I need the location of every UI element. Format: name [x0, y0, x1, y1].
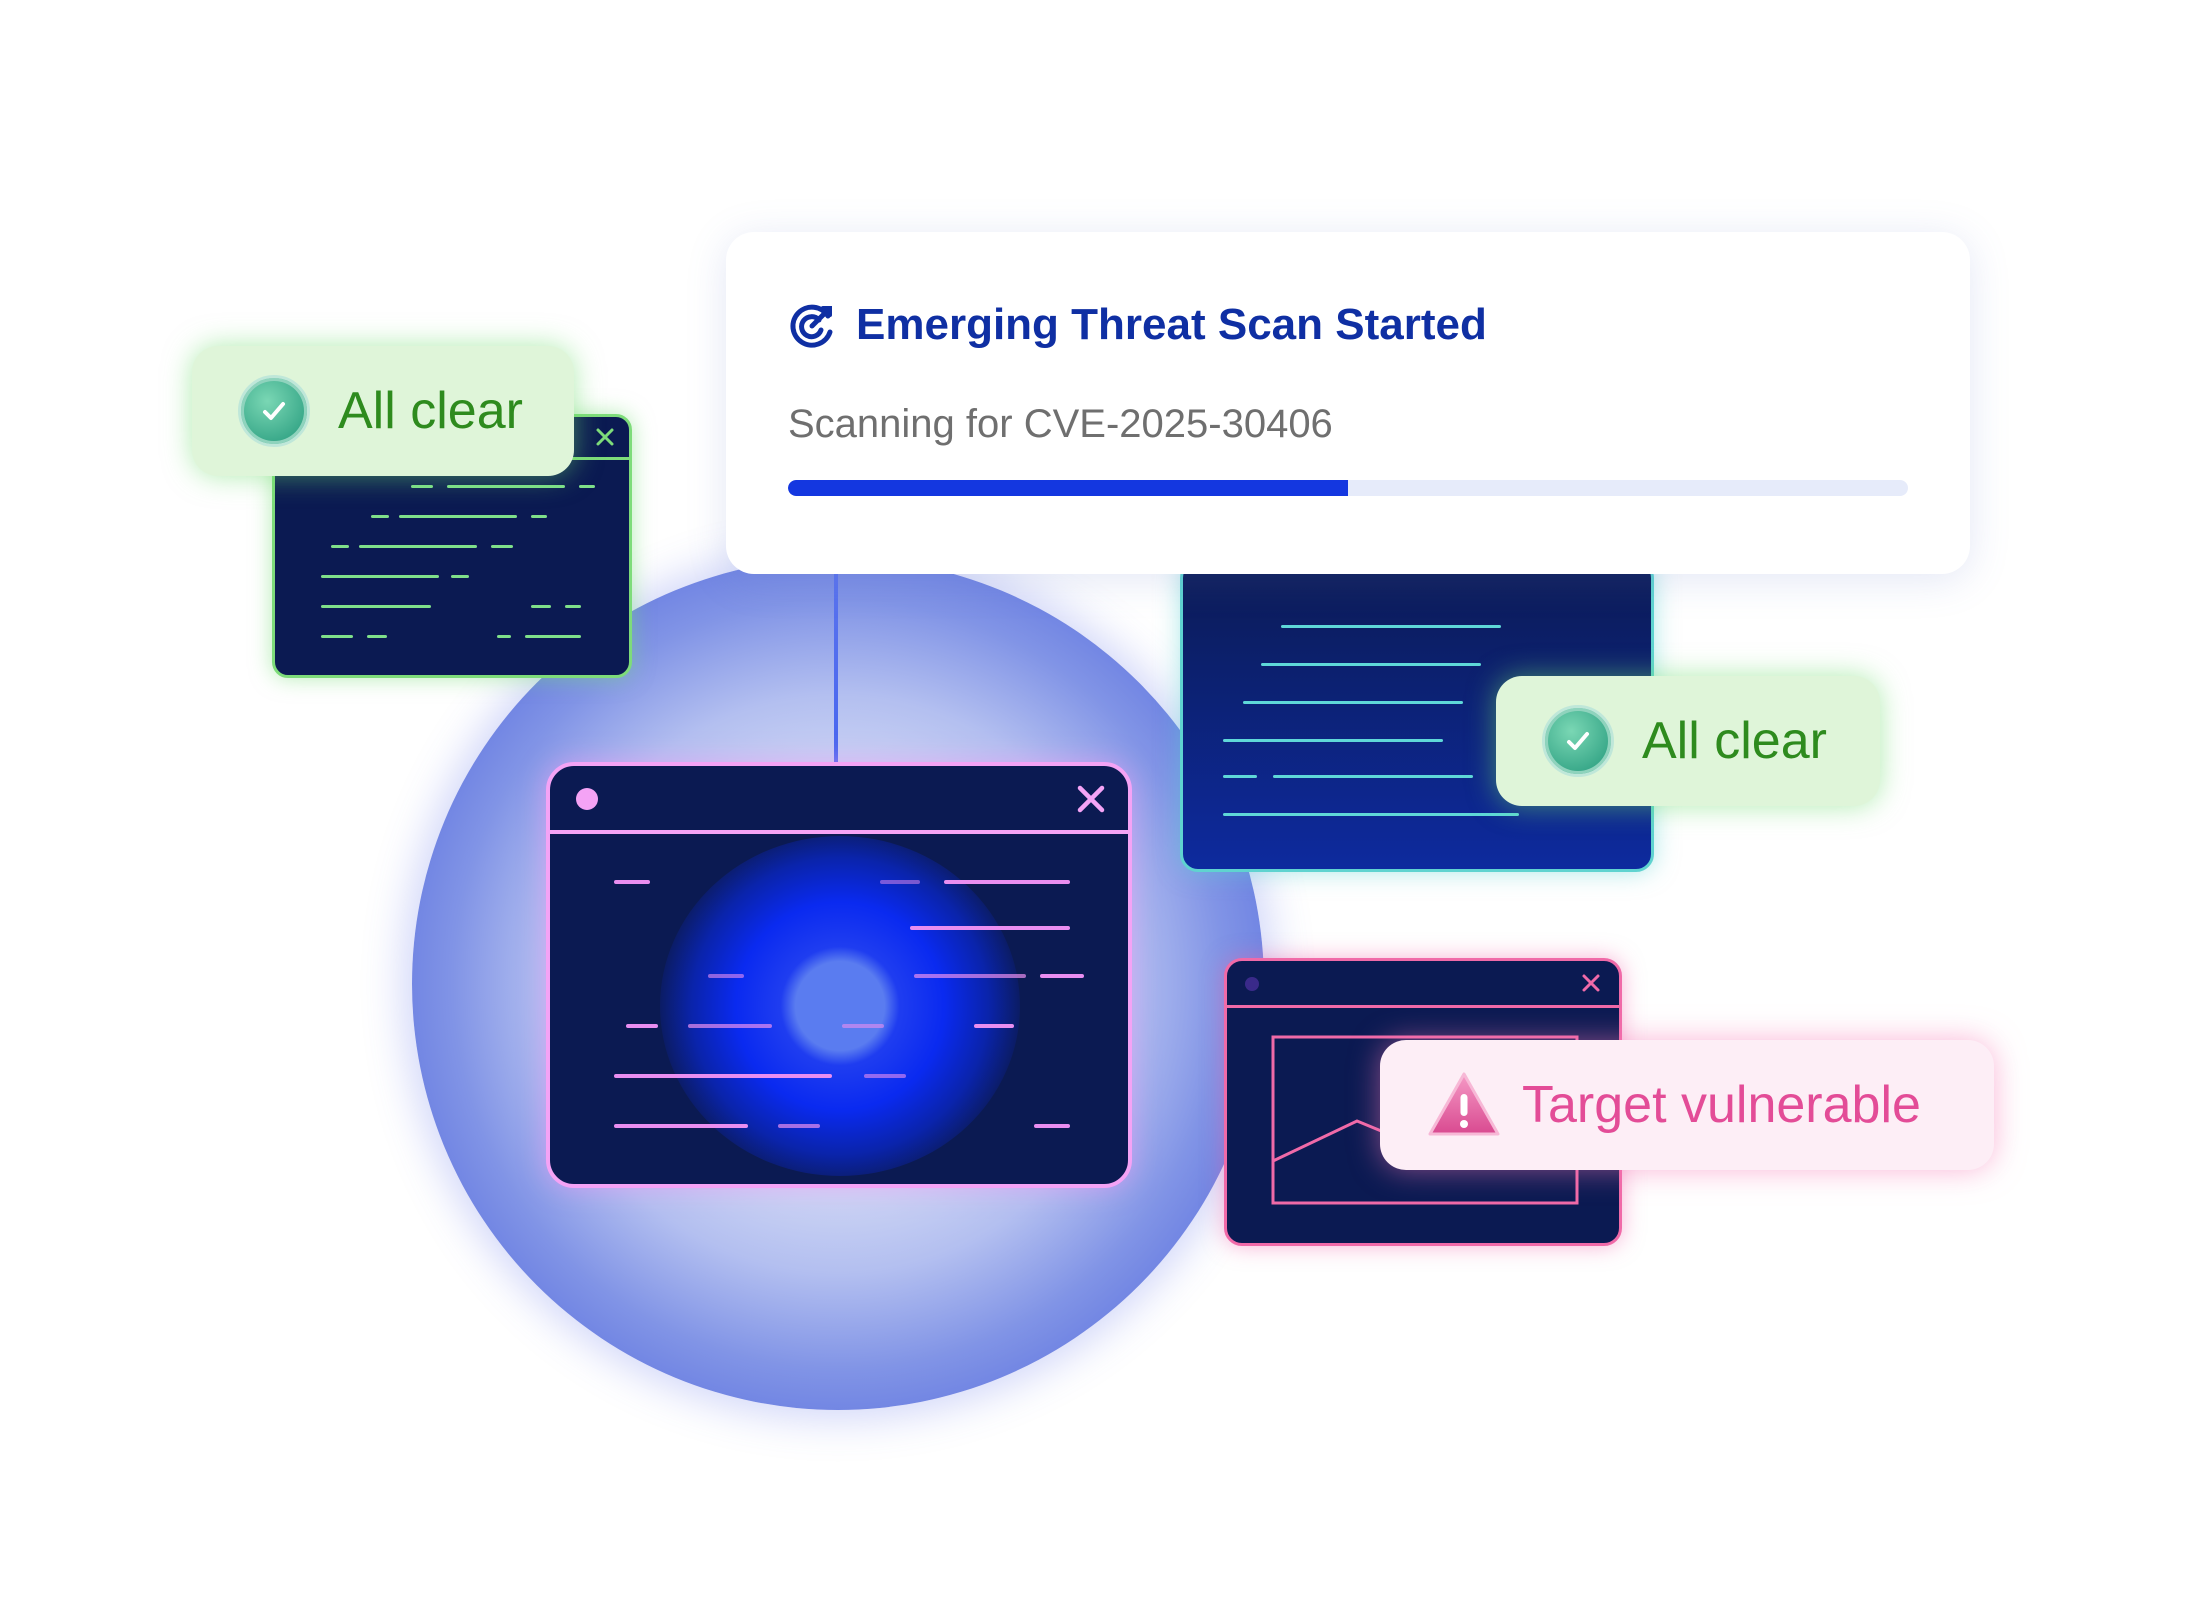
progress-bar-fill: [788, 480, 1348, 496]
window-titlebar: [550, 766, 1128, 834]
scan-title: Emerging Threat Scan Started: [856, 300, 1487, 349]
status-toast-vulnerable: Target vulnerable: [1380, 1040, 1994, 1170]
scan-target-glow: [660, 836, 1020, 1176]
close-icon: [596, 428, 614, 446]
toast-label: All clear: [338, 382, 523, 440]
scan-subtitle: Scanning for CVE-2025-30406: [788, 402, 1333, 446]
close-icon: [1077, 785, 1105, 813]
window-titlebar: [1227, 961, 1619, 1008]
warning-triangle-icon: [1428, 1072, 1500, 1136]
toast-label: Target vulnerable: [1522, 1076, 1921, 1134]
status-toast-all-clear: All clear: [1496, 676, 1880, 806]
window-dot-icon: [576, 788, 598, 810]
toast-label: All clear: [1642, 712, 1827, 770]
target-icon: [790, 304, 833, 348]
progress-bar: [788, 480, 1908, 496]
check-circle-icon: [238, 375, 310, 447]
close-icon: [1582, 974, 1600, 992]
status-toast-all-clear: All clear: [192, 346, 574, 476]
window-dot-icon: [1245, 977, 1259, 991]
scan-beam: [834, 560, 838, 910]
check-circle-icon: [1542, 705, 1614, 777]
scan-status-card: Emerging Threat Scan Started Scanning fo…: [726, 232, 1970, 574]
code-window-main: [546, 762, 1132, 1188]
